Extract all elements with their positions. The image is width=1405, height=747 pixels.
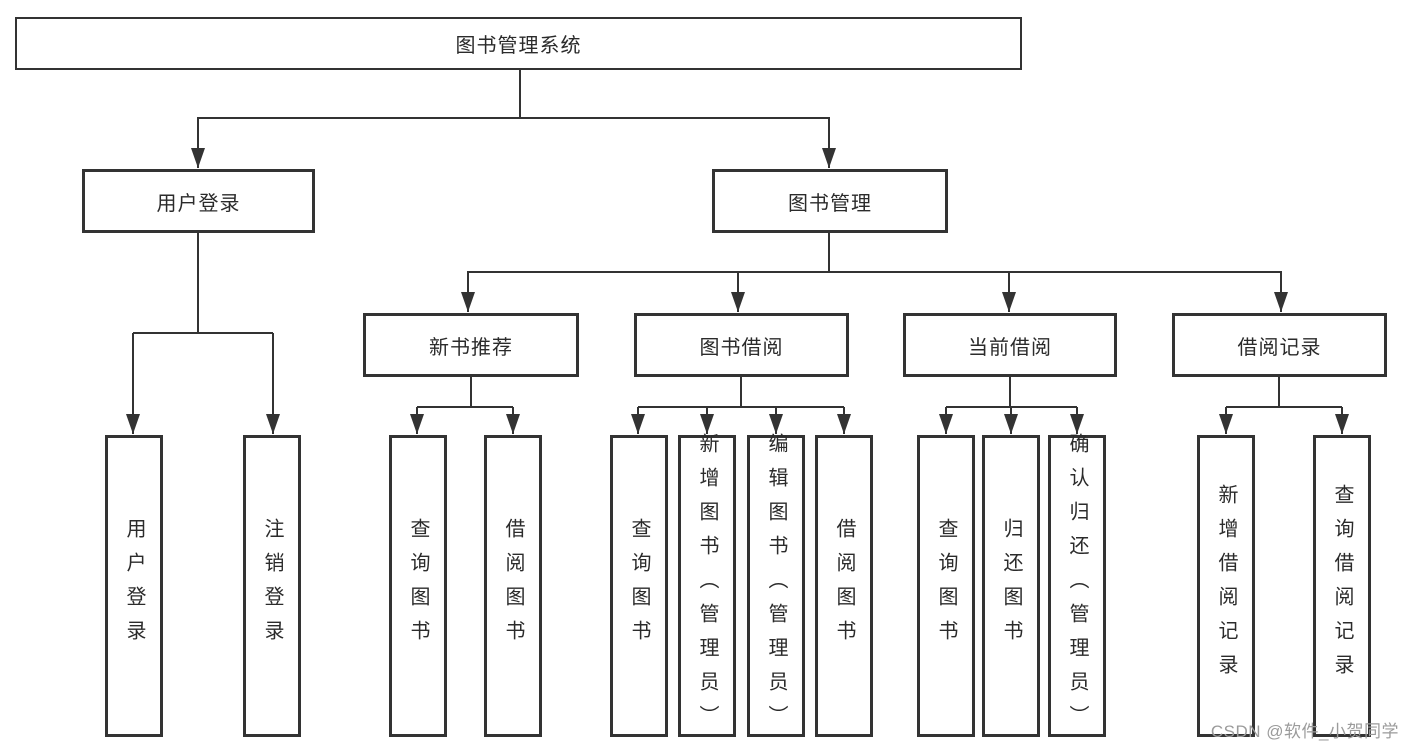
node-label: 当前借阅 — [968, 336, 1052, 359]
node-label: 借阅图书 — [502, 518, 524, 654]
node-leaf-query-books-borrowing: 查询图书 — [610, 435, 668, 737]
node-leaf-borrow-books-recommend: 借阅图书 — [484, 435, 542, 737]
node-root-system: 图书管理系统 — [15, 17, 1022, 70]
node-label: 新书推荐 — [429, 336, 513, 359]
node-leaf-return-books: 归还图书 — [982, 435, 1040, 737]
node-current-borrowing: 当前借阅 — [903, 313, 1117, 377]
node-label: 查询图书 — [628, 518, 650, 654]
node-label: 借阅图书 — [833, 518, 855, 654]
node-new-book-recommend: 新书推荐 — [363, 313, 579, 377]
node-leaf-borrow-books-borrowing: 借阅图书 — [815, 435, 873, 737]
node-label: 归还图书 — [1000, 518, 1022, 654]
node-label: 确认归还（管理员） — [1066, 433, 1088, 739]
node-leaf-query-books-current: 查询图书 — [917, 435, 975, 737]
node-label: 图书管理 — [788, 192, 872, 215]
node-leaf-query-borrow-record: 查询借阅记录 — [1313, 435, 1371, 737]
node-label: 新增借阅记录 — [1215, 484, 1237, 688]
node-label: 用户登录 — [156, 192, 241, 215]
node-label: 借阅记录 — [1237, 336, 1322, 359]
node-book-borrowing: 图书借阅 — [634, 313, 849, 377]
node-label: 新增图书（管理员） — [696, 433, 718, 739]
node-label: 用户登录 — [123, 518, 145, 654]
node-label: 注销登录 — [261, 518, 283, 654]
node-leaf-confirm-return-admin: 确认归还（管理员） — [1048, 433, 1106, 739]
csdn-watermark: CSDN @软件_小贺同学 — [1210, 722, 1399, 741]
node-leaf-add-books-admin: 新增图书（管理员） — [678, 433, 736, 739]
node-leaf-logout: 注销登录 — [243, 435, 301, 737]
node-leaf-edit-books-admin: 编辑图书（管理员） — [747, 433, 805, 739]
node-user-login: 用户登录 — [82, 169, 315, 233]
node-leaf-user-login: 用户登录 — [105, 435, 163, 737]
node-borrowing-records: 借阅记录 — [1172, 313, 1387, 377]
node-leaf-query-books-recommend: 查询图书 — [389, 435, 447, 737]
node-label: 查询图书 — [407, 518, 429, 654]
node-book-management: 图书管理 — [712, 169, 948, 233]
node-leaf-add-borrow-record: 新增借阅记录 — [1197, 435, 1255, 737]
node-label: 图书借阅 — [699, 336, 784, 359]
node-label: 编辑图书（管理员） — [765, 433, 787, 739]
node-label: 查询借阅记录 — [1331, 484, 1353, 688]
node-label: 图书管理系统 — [455, 35, 582, 57]
node-label: 查询图书 — [935, 518, 957, 654]
